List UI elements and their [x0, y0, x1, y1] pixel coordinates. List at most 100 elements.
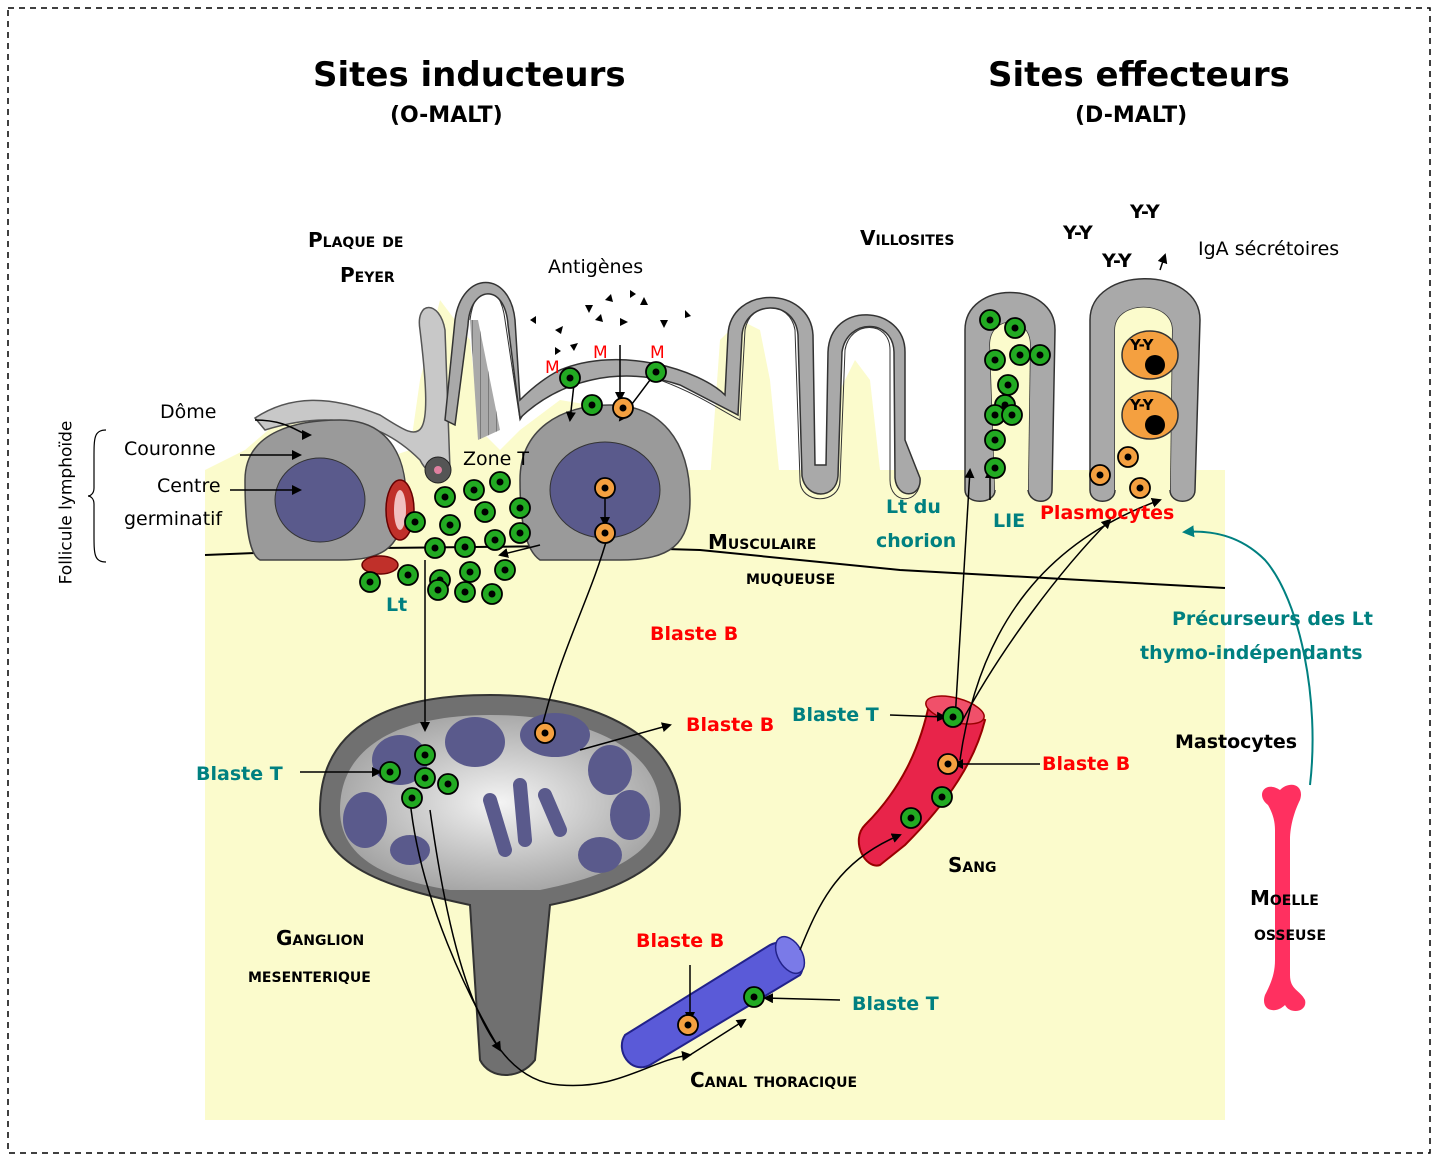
node-follicle — [343, 792, 387, 848]
t-cell-nucleus — [405, 572, 412, 579]
t-cell-nucleus — [502, 567, 509, 574]
t-cell-nucleus — [939, 794, 946, 801]
t-cell-nucleus — [387, 769, 394, 776]
label-yy-cell-2: Y-Y — [1130, 398, 1154, 413]
label-blaste-t-sang: Blaste T — [792, 706, 879, 725]
b-cell-nucleus — [945, 761, 952, 768]
label-plasmocytes: Plasmocytes — [1040, 504, 1174, 523]
t-cell-nucleus — [489, 591, 496, 598]
t-cell-nucleus — [517, 505, 524, 512]
t-cell-nucleus — [950, 714, 957, 721]
label-villosites: Villosites — [860, 228, 954, 248]
t-cell-nucleus — [653, 369, 660, 376]
label-plaque: Plaque de — [308, 230, 403, 250]
t-cell-nucleus — [462, 544, 469, 551]
t-cell-nucleus — [435, 587, 442, 594]
label-mastocytes: Mastocytes — [1175, 733, 1297, 752]
follicule-brace — [88, 428, 108, 564]
label-follicule: Follicule lymphoïde — [58, 421, 75, 585]
label-precurseurs: Précurseurs des Lt — [1172, 610, 1373, 629]
label-moelle: Moelle — [1250, 888, 1319, 908]
b-cell-nucleus — [542, 730, 549, 737]
label-sang: Sang — [948, 855, 996, 875]
t-cell-nucleus — [492, 537, 499, 544]
label-yy-2: Y-Y — [1130, 203, 1160, 222]
label-yy-1: Y-Y — [1063, 224, 1093, 243]
label-blaste-t-ganglion: Blaste T — [196, 765, 283, 784]
label-ganglion: Ganglion — [276, 928, 364, 948]
label-lt: Lt — [386, 596, 407, 615]
t-cell-nucleus — [367, 579, 374, 586]
t-cell-nucleus — [462, 589, 469, 596]
label-canal: Canal thoracique — [690, 1070, 857, 1090]
label-germinatif: germinatif — [124, 510, 222, 529]
t-cell-nucleus — [432, 545, 439, 552]
label-antigenes: Antigènes — [548, 258, 643, 277]
t-cell-nucleus — [987, 317, 994, 324]
t-cell-nucleus — [751, 994, 758, 1001]
label-thymo: thymo-indépendants — [1140, 644, 1363, 663]
t-cell-nucleus — [1037, 352, 1044, 359]
label-m-1: M — [545, 360, 560, 377]
label-musculaire: Musculaire — [708, 532, 816, 552]
t-cell-nucleus — [992, 412, 999, 419]
left-subtitle: (O-MALT) — [390, 105, 503, 127]
left-title: Sites inducteurs — [313, 58, 626, 92]
t-cell-nucleus — [445, 781, 452, 788]
label-dome: Dôme — [160, 403, 216, 422]
label-m-3: M — [650, 345, 665, 362]
b-cell-nucleus — [602, 485, 609, 492]
b-cell-nucleus — [1097, 472, 1104, 479]
t-cell-nucleus — [992, 465, 999, 472]
label-blaste-b-sang: Blaste B — [1042, 755, 1130, 774]
t-cell-nucleus — [497, 479, 504, 486]
t-cell-nucleus — [1017, 352, 1024, 359]
b-cell-nucleus — [685, 1022, 692, 1029]
label-lt-du: Lt du — [886, 498, 941, 517]
right-subtitle: (D-MALT) — [1075, 105, 1187, 127]
label-osseuse: osseuse — [1254, 923, 1326, 943]
label-couronne: Couronne — [124, 440, 216, 459]
label-lie: LIE — [993, 512, 1025, 531]
label-mesenterique: mesenterique — [248, 965, 371, 985]
label-blaste-t-canal: Blaste T — [852, 995, 939, 1014]
label-iga: IgA sécrétoires — [1198, 240, 1339, 259]
t-cell-nucleus — [447, 522, 454, 529]
t-cell-nucleus — [589, 402, 596, 409]
t-cell-nucleus — [517, 530, 524, 537]
t-cell-nucleus — [1009, 412, 1016, 419]
t-cell-nucleus — [409, 795, 416, 802]
t-cell-nucleus — [992, 437, 999, 444]
label-blaste-b-canal: Blaste B — [636, 932, 724, 951]
label-centre: Centre — [157, 477, 221, 496]
t-cell-nucleus — [422, 752, 429, 759]
t-cell-nucleus — [412, 519, 419, 526]
b-cell-nucleus — [602, 530, 609, 537]
b-cell-nucleus — [620, 405, 627, 412]
t-cell-nucleus — [908, 815, 915, 822]
right-title: Sites effecteurs — [988, 58, 1290, 92]
antigens — [530, 290, 691, 355]
t-cell-nucleus — [471, 487, 478, 494]
label-blaste-b-top: Blaste B — [650, 625, 738, 644]
label-m-2: M — [593, 345, 608, 362]
t-cell-nucleus — [992, 357, 999, 364]
t-cell-nucleus — [567, 375, 574, 382]
label-muqueuse: muqueuse — [746, 567, 835, 587]
t-cell-nucleus — [422, 775, 429, 782]
label-yy-cell-1: Y-Y — [1130, 338, 1154, 353]
hev-vessel-2 — [362, 556, 398, 574]
germinal-center-left — [275, 458, 365, 542]
label-blaste-b-ganglion: Blaste B — [686, 716, 774, 735]
label-peyer: Peyer — [340, 265, 395, 285]
b-cell-nucleus — [1125, 454, 1132, 461]
t-cell-nucleus — [482, 509, 489, 516]
t-cell-nucleus — [1012, 325, 1019, 332]
label-chorion: chorion — [876, 532, 956, 551]
b-cell-nucleus — [1137, 485, 1144, 492]
t-cell-nucleus — [467, 569, 474, 576]
label-zone-t: Zone T — [463, 450, 529, 469]
label-yy-3: Y-Y — [1102, 252, 1132, 271]
